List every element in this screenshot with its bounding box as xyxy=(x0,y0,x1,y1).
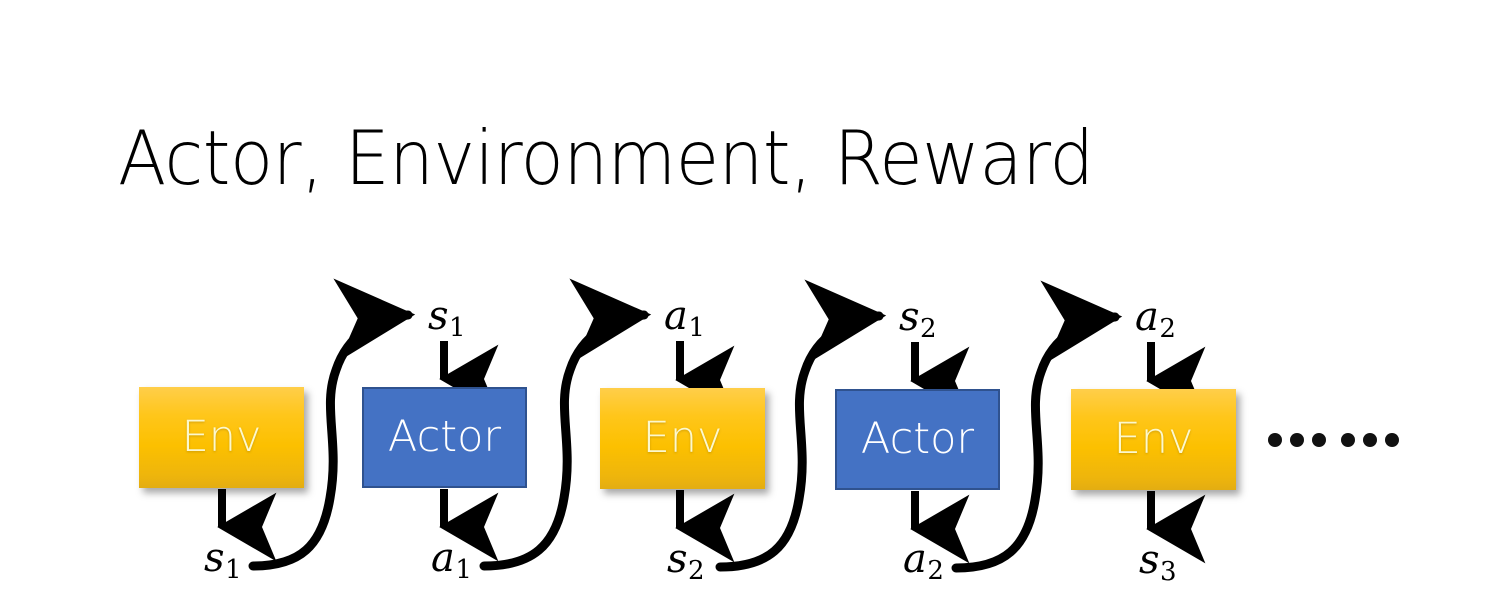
node-env-3[interactable]: Env xyxy=(1071,389,1236,490)
node-label: Env xyxy=(642,413,723,463)
ellipsis-dot xyxy=(1312,433,1326,447)
label-action-a1-bottom: a1 xyxy=(431,538,472,590)
ellipsis-dot xyxy=(1268,433,1282,447)
node-actor-1[interactable]: Actor xyxy=(362,387,527,488)
ellipsis-dot xyxy=(1341,433,1355,447)
node-actor-2[interactable]: Actor xyxy=(835,389,1000,490)
ellipsis-dot xyxy=(1290,433,1304,447)
symbol: s xyxy=(667,536,688,582)
subscript: 1 xyxy=(688,313,705,344)
symbol: a xyxy=(903,536,927,582)
node-label: Actor xyxy=(860,414,975,464)
label-state-s2-top: s2 xyxy=(899,297,937,349)
label-action-a2-top: a2 xyxy=(1135,297,1176,349)
label-state-s1-bottom: s1 xyxy=(204,538,242,590)
node-label: Actor xyxy=(387,412,502,462)
subscript: 2 xyxy=(927,556,944,587)
subscript: 1 xyxy=(455,555,472,586)
symbol: s xyxy=(899,294,920,340)
symbol: a xyxy=(664,293,688,339)
subscript: 2 xyxy=(920,314,937,345)
page-title: Actor, Environment, Reward xyxy=(118,114,1094,202)
ellipsis-dot xyxy=(1385,433,1399,447)
ellipsis-continuation xyxy=(1268,433,1399,447)
node-env-1[interactable]: Env xyxy=(139,387,304,488)
subscript: 1 xyxy=(225,555,242,586)
subscript: 2 xyxy=(688,556,705,587)
symbol: s xyxy=(204,535,225,581)
subscript: 1 xyxy=(449,313,466,344)
symbol: a xyxy=(1135,294,1159,340)
node-label: Env xyxy=(181,412,262,462)
symbol: s xyxy=(428,293,449,339)
label-state-s3-bottom: s3 xyxy=(1139,540,1177,592)
label-action-a2-bottom: a2 xyxy=(903,539,944,591)
ellipsis-dot xyxy=(1363,433,1377,447)
label-action-a1-top: a1 xyxy=(664,296,705,348)
label-state-s1-top: s1 xyxy=(428,296,466,348)
subscript: 2 xyxy=(1159,314,1176,345)
node-label: Env xyxy=(1113,414,1194,464)
symbol: a xyxy=(431,535,455,581)
label-state-s2-bottom: s2 xyxy=(667,539,705,591)
symbol: s xyxy=(1139,537,1160,583)
subscript: 3 xyxy=(1160,557,1177,588)
node-env-2[interactable]: Env xyxy=(600,388,765,489)
